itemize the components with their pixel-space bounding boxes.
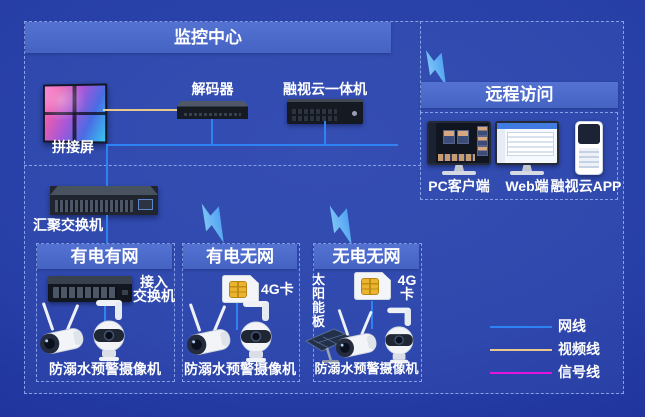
legend-video-line [490,349,552,351]
camera-network-line [371,301,373,329]
web-client-monitor-icon [495,121,559,175]
legend-network-label: 网线 [558,318,586,334]
scenario-title-power-net: 有电有网 [37,244,172,269]
camera-network-line [236,303,238,330]
video-cable-line [103,109,177,111]
legend-video-label: 视频线 [558,341,600,357]
appliance-network-line [324,121,326,145]
scenario-title-power-no-net: 有电无网 [183,244,297,269]
bullet-camera-icon [334,306,379,364]
app-client-label: 融视云APP [550,178,622,194]
video-wall-label: 拼接屏 [52,139,94,155]
scenario-box-no-power-no-net [313,243,422,382]
monitoring-center-bottom-divider [24,165,421,166]
scenario-title-no-power-no-net: 无电无网 [314,244,419,269]
solar-panel-label: 太阳能板 [311,272,325,329]
bullet-camera-icon [38,299,86,361]
decoder-label: 解码器 [191,81,234,97]
legend-signal-line [490,372,552,374]
pc-client-monitor-icon [427,121,491,175]
access-switch-label: 接入 交换机 [133,274,175,304]
network-bus-line [106,144,398,146]
camera-label: 防溺水预警摄像机 [49,361,161,377]
lightning-bolt-icon [413,42,464,92]
decoder-image [177,101,248,119]
aggregation-switch-image [50,186,158,215]
camera-label: 防溺水预警摄像机 [314,361,419,376]
sim-card-label: 4G卡 [261,281,294,297]
remote-access-panel [420,112,618,200]
scenario-box-power-net [36,243,175,382]
pc-client-label: PC客户端 [428,178,490,194]
scenario-box-power-no-net [182,243,300,382]
lightning-bolt-icon [188,194,245,250]
video-wall-image [43,83,108,144]
bus-to-switch-line [106,146,108,188]
ptz-camera-icon [381,304,419,368]
aggregation-switch-label: 汇聚交换机 [33,217,103,233]
switch-to-box-line [106,215,108,243]
decoder-network-line [211,119,213,145]
camera-network-line [104,302,106,326]
monitoring-center-right-divider [420,21,421,113]
camera-label: 防溺水预警摄像机 [184,361,296,377]
access-switch-image [48,276,132,302]
sim-card-icon [354,272,391,300]
app-phone-icon [575,121,603,175]
web-client-label: Web端 [505,178,549,194]
legend-signal-label: 信号线 [558,364,600,380]
appliance-image [287,99,363,124]
sim-card-icon [222,275,259,303]
sim-card-label: 4G 卡 [397,272,417,302]
appliance-label: 融视云一体机 [283,81,367,97]
monitoring-center-title: 监控中心 [25,22,391,53]
ptz-camera-icon [237,297,277,367]
bullet-camera-icon [185,300,233,362]
legend-network-line [490,326,552,328]
ptz-camera-icon [90,296,130,366]
remote-access-title: 远程访问 [421,82,618,108]
lightning-bolt-icon [316,196,373,252]
